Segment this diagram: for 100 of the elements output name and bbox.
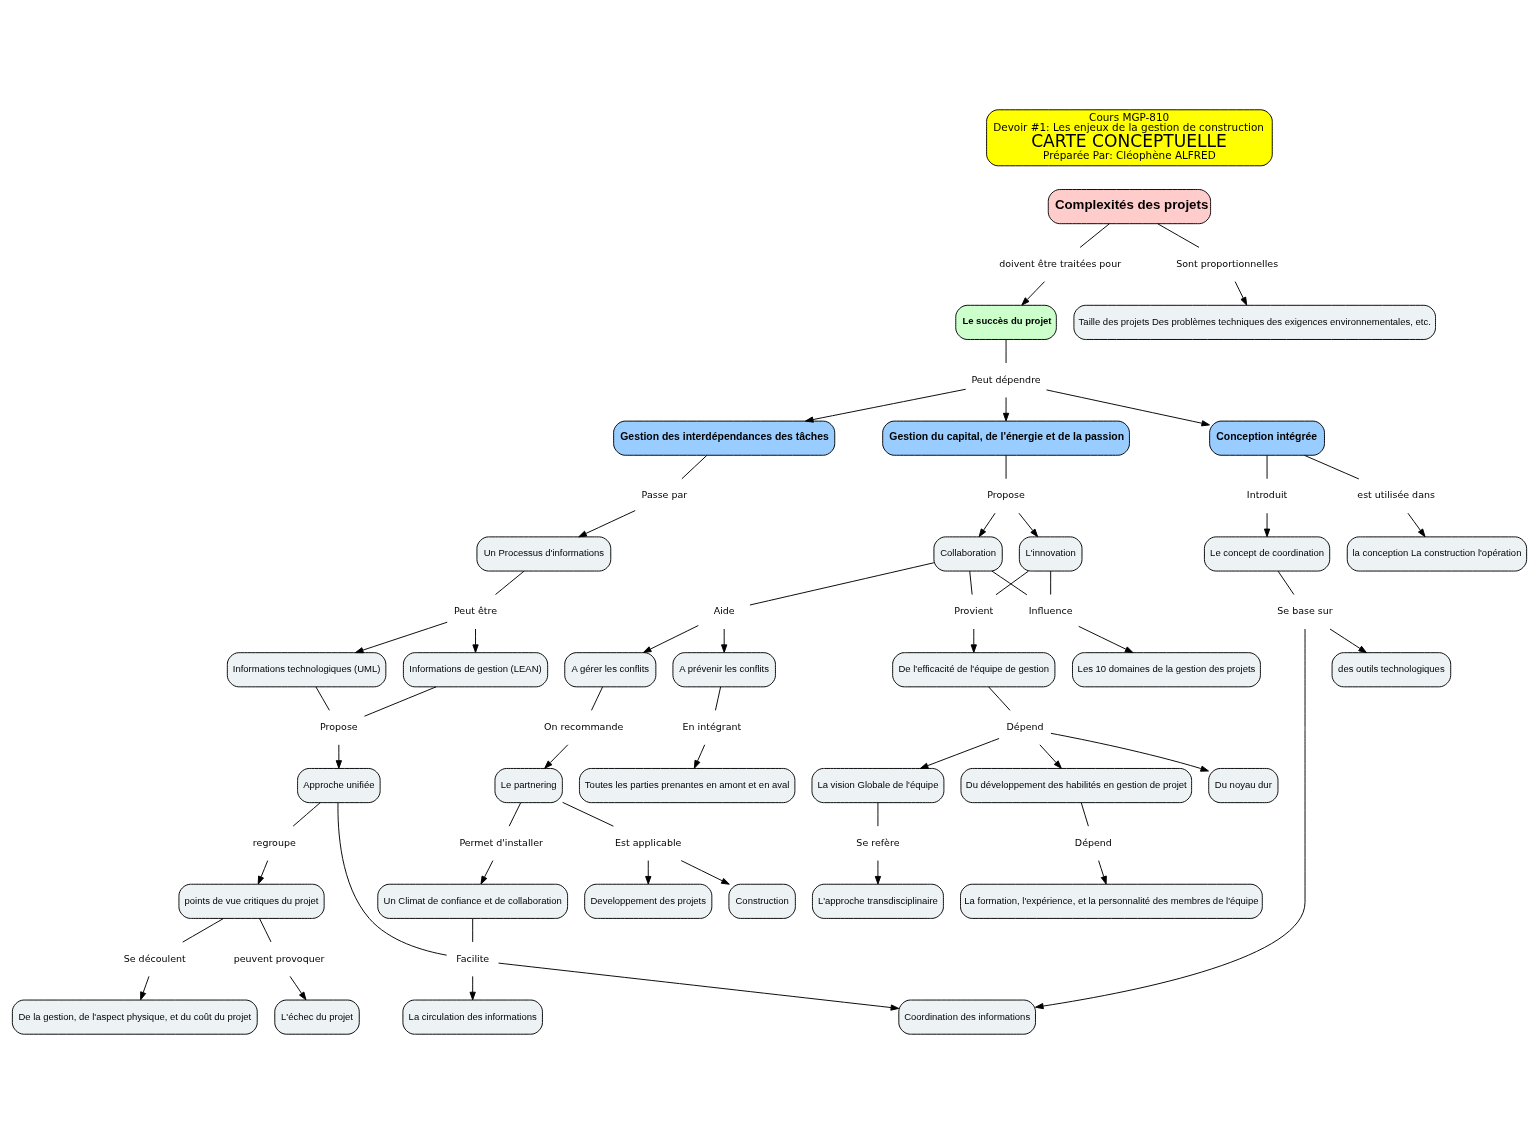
node-text: Propose (987, 489, 1025, 501)
node-text: Est applicable (615, 836, 682, 848)
arrow (970, 628, 977, 653)
node-box: Le succès du projet (955, 304, 1057, 340)
node-box: La formation, l'expérience, et la personnalité des membres de l'équipe (960, 883, 1263, 919)
node-box: Coordination des informations (898, 999, 1036, 1035)
node-box: De la gestion, de l'aspect physique, et du coût du projet (11, 999, 258, 1035)
arrow (1263, 512, 1271, 538)
node-box: Gestion des interdépendances des tâches (613, 420, 836, 456)
arrow (919, 738, 1000, 769)
arrow (978, 512, 996, 538)
node-box: Informations de gestion (LEAN) (402, 652, 549, 688)
arrow (578, 510, 636, 538)
node-text: Dépend (1074, 836, 1112, 848)
arrow (1078, 625, 1134, 654)
node-text: En intégrant (682, 721, 742, 733)
connector (714, 686, 722, 711)
arrow (498, 962, 900, 1011)
arrow (544, 744, 569, 769)
arrow (1018, 512, 1039, 538)
connector (562, 801, 614, 827)
node-box: Un Climat de confiance et de collaboration (377, 883, 569, 919)
node-box: Du noyau dur (1208, 768, 1279, 804)
node-box: Collaboration (933, 536, 1003, 572)
connector (1050, 570, 1052, 596)
arrow (1039, 744, 1062, 769)
node-box: L'approche transdisciplinaire (811, 883, 944, 919)
connector (508, 802, 522, 827)
connector (1005, 454, 1007, 480)
arrow (469, 975, 476, 1001)
node-text: Facilite (456, 952, 490, 964)
arrow (1098, 860, 1107, 885)
node-box: points de vue critiques du projet (178, 883, 325, 919)
node-box: Un Processus d'informations (476, 536, 612, 572)
connector (1303, 454, 1360, 480)
node-text: Peut être (454, 605, 498, 617)
node-box: des outils technologiques (1331, 652, 1452, 688)
node-text: Dépend (1006, 721, 1044, 733)
arrow (874, 860, 882, 885)
node-box: L'innovation (1018, 536, 1083, 572)
node-text: Se découlent (123, 952, 186, 964)
connector (337, 802, 448, 956)
node-box: Du développement des habilités en gestion de projet (960, 768, 1193, 804)
node-box: Approche unifiée (297, 768, 381, 804)
node-box: Conception intégrée (1209, 420, 1325, 456)
arrow (721, 628, 728, 653)
arrow (1234, 281, 1248, 306)
arrow (289, 975, 307, 1001)
connector (315, 686, 330, 711)
node-box: Informations technologiques (UML) (226, 652, 387, 688)
node-box: Gestion du capital, de l'énergie et de la passion (882, 420, 1130, 456)
node-box: Taille des projets Des problèmes techniques des exigences environnementales, etc. (1073, 304, 1436, 340)
node-text: regroupe (252, 836, 296, 848)
connector (472, 918, 474, 943)
node-box: Complexités des projets (1047, 189, 1212, 225)
node-box: A gérer les conflits (564, 652, 657, 688)
node-text: Provient (954, 605, 994, 617)
node-text: Aide (713, 605, 735, 617)
node-text: Permet d'installer (459, 836, 543, 848)
node-text: Passe par (641, 489, 688, 501)
connector (1157, 223, 1200, 248)
connector (495, 570, 525, 596)
connector (749, 562, 935, 606)
node-box: Le concept de coordination (1203, 536, 1331, 572)
node-box: La circulation des informations (402, 999, 543, 1035)
arrow (805, 388, 967, 423)
arrow (1046, 389, 1210, 427)
connector (877, 802, 879, 827)
connector (988, 686, 1011, 711)
arrow (680, 860, 730, 885)
connector (591, 686, 604, 711)
node-text: peuvent provoquer (233, 952, 325, 964)
node-text: Se refère (856, 836, 900, 848)
arrow (1407, 512, 1426, 538)
node-text: Introduit (1246, 489, 1288, 501)
arrow (472, 628, 479, 653)
node-text: est utilisée dans (1357, 489, 1435, 501)
node-box: A prévenir les conflits (672, 652, 776, 688)
node-text: Sont proportionnelles (1176, 257, 1279, 269)
arrow (1035, 628, 1306, 1010)
node-box: Le partnering (494, 768, 563, 804)
connector (1266, 454, 1268, 480)
node-box: Developpement des projets (584, 883, 713, 919)
arrow (693, 744, 706, 769)
connector (1079, 223, 1110, 248)
node-text: On recommande (544, 721, 624, 733)
arrow (335, 744, 342, 769)
node-text: Se base sur (1277, 605, 1333, 617)
node-box: Les 10 domaines de la gestion des projets (1072, 652, 1261, 688)
arrow (642, 625, 699, 653)
arrow (1329, 628, 1367, 654)
node-box: La vision Globale de l'équipe (811, 768, 945, 804)
arrow (1050, 732, 1209, 772)
connector (182, 918, 224, 943)
node-box: Toutes les parties prenantes en amont et en aval (578, 768, 796, 804)
connector (1277, 570, 1295, 596)
node-box: la conception La construction l'opération (1346, 536, 1528, 572)
arrow (140, 975, 150, 1001)
node-box: Construction (728, 883, 796, 919)
connector (681, 454, 708, 480)
